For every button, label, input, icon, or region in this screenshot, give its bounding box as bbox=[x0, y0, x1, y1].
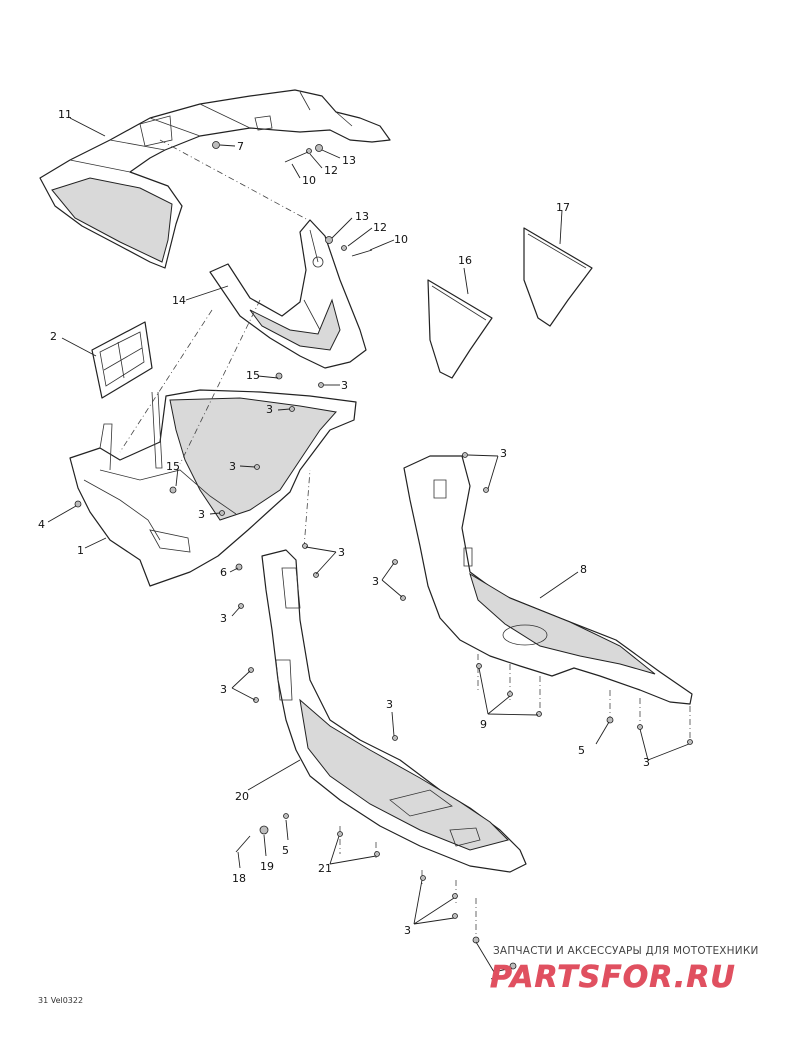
callout-10: 10 bbox=[302, 174, 316, 187]
callout-19: 5 bbox=[282, 844, 289, 857]
callout-3: 21 bbox=[318, 862, 332, 875]
callout-7: 7 bbox=[237, 140, 244, 153]
alignment-lines bbox=[119, 139, 691, 942]
callout-17: 17 bbox=[556, 201, 570, 214]
callout-3: 5 bbox=[578, 744, 585, 757]
callout-13: 13 bbox=[342, 154, 356, 167]
callout-2: 2 bbox=[50, 330, 57, 343]
callout-14: 14 bbox=[172, 294, 186, 307]
callout-3: 3 bbox=[220, 683, 227, 696]
callout-3: 3 bbox=[220, 612, 227, 625]
callout-16: 16 bbox=[458, 254, 472, 267]
part-1-lower-body bbox=[69, 389, 357, 587]
callout-6: 6 bbox=[220, 566, 227, 579]
callout-15: 15 bbox=[166, 460, 180, 473]
callout-3: 3 bbox=[338, 546, 345, 559]
callout-12: 12 bbox=[373, 221, 387, 234]
callout-13: 13 bbox=[355, 210, 369, 223]
callout-4: 4 bbox=[38, 518, 45, 531]
callout-8: 8 bbox=[580, 563, 587, 576]
callout-9: 20 bbox=[235, 790, 249, 803]
callout-3: 3 bbox=[266, 403, 273, 416]
part-8-side-rail bbox=[403, 455, 693, 705]
callout-3: 3 bbox=[500, 447, 507, 460]
callout-5: 3 bbox=[643, 756, 650, 769]
watermark-tagline: ЗАПЧАСТИ И АКСЕССУАРЫ ДЛЯ МОТОТЕХНИКИ bbox=[493, 945, 759, 957]
callout-10: 10 bbox=[394, 233, 408, 246]
part-16-panel bbox=[427, 279, 493, 379]
part-17-panel bbox=[523, 227, 593, 327]
leader-lines bbox=[47, 117, 690, 973]
drawing-code: 31 Vel0322 bbox=[38, 996, 84, 1005]
callout-12: 12 bbox=[324, 164, 338, 177]
callout-18: 19 bbox=[260, 860, 274, 873]
svg-text:PARTSFOR.RU: PARTSFOR.RU bbox=[490, 960, 736, 995]
callout-1: 1 bbox=[77, 544, 84, 557]
callout-21: 18 bbox=[232, 872, 246, 885]
callout-15: 15 bbox=[246, 369, 260, 382]
callout-3: 3 bbox=[229, 460, 236, 473]
fasteners bbox=[74, 141, 693, 970]
callout-11: 11 bbox=[58, 108, 72, 121]
part-9-lower-rail bbox=[261, 549, 527, 873]
part-14-bracket bbox=[209, 219, 367, 369]
part-11-upper-cowl bbox=[39, 89, 391, 269]
callout-5: 3 bbox=[490, 976, 497, 989]
callout-3: 3 bbox=[198, 508, 205, 521]
part-2-plate bbox=[91, 321, 153, 399]
partsfor-logo: PARTSFOR.RU bbox=[490, 960, 736, 996]
callout-20: 3 bbox=[386, 698, 393, 711]
callout-3: 3 bbox=[404, 924, 411, 937]
callout-3: 9 bbox=[480, 718, 487, 731]
callout-3: 3 bbox=[372, 575, 379, 588]
callout-3: 3 bbox=[341, 379, 348, 392]
callout-labels: 11 7 13 12 10 13 12 10 17 16 14 2 15 3 3… bbox=[38, 108, 650, 989]
